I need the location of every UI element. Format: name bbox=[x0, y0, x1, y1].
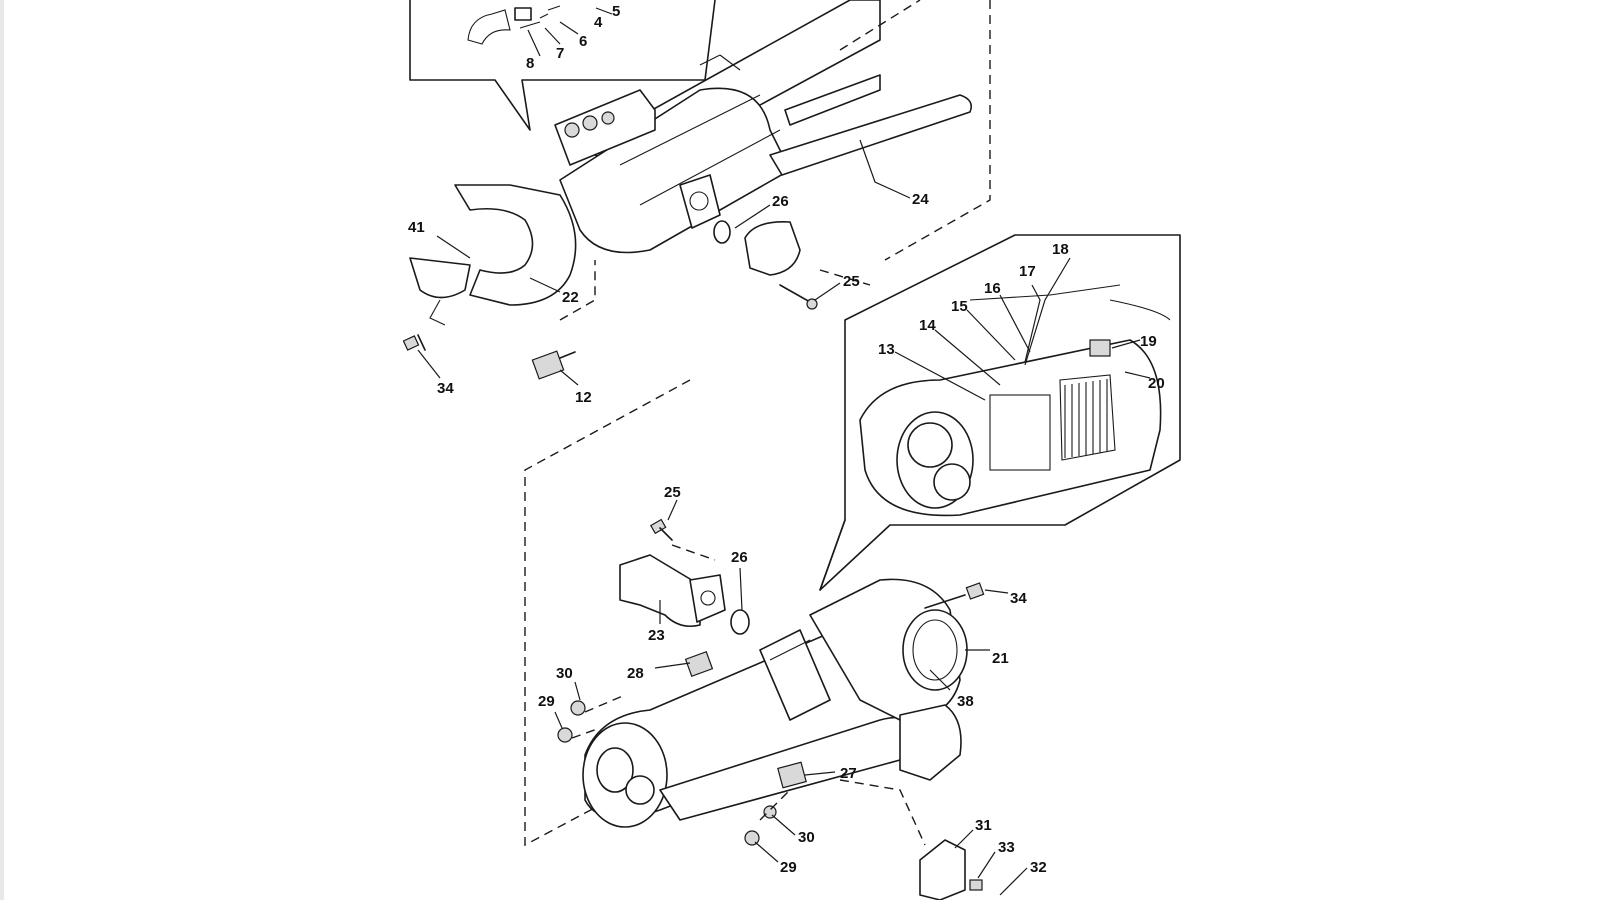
callout-34-upper: 34 bbox=[437, 380, 454, 397]
callout-21: 21 bbox=[992, 650, 1009, 667]
callout-17: 17 bbox=[1019, 263, 1036, 280]
callout-25-lower: 25 bbox=[664, 484, 681, 501]
callout-16: 16 bbox=[984, 280, 1001, 297]
callout-7: 7 bbox=[556, 45, 564, 62]
callout-14: 14 bbox=[919, 317, 936, 334]
callout-32: 32 bbox=[1030, 859, 1047, 876]
callout-4: 4 bbox=[594, 14, 603, 31]
callout-6: 6 bbox=[579, 33, 587, 50]
callout-33: 33 bbox=[998, 839, 1015, 856]
callout-15: 15 bbox=[951, 298, 968, 315]
callout-18: 18 bbox=[1052, 241, 1069, 258]
callout-20: 20 bbox=[1148, 375, 1165, 392]
callout-5: 5 bbox=[612, 3, 620, 20]
callout-24: 24 bbox=[912, 191, 929, 208]
callout-26-upper: 26 bbox=[772, 193, 789, 210]
callout-22: 22 bbox=[562, 289, 579, 306]
callout-31: 31 bbox=[975, 817, 992, 834]
upper-cylinder-assembly bbox=[402, 0, 991, 380]
callout-26-lower: 26 bbox=[731, 549, 748, 566]
callout-8: 8 bbox=[526, 55, 534, 72]
callout-13: 13 bbox=[878, 341, 895, 358]
callout-29-upper: 29 bbox=[538, 693, 555, 710]
callout-labels: 5 4 6 7 8 41 22 26 24 25 34 12 18 17 16 … bbox=[408, 3, 1165, 876]
callout-19: 19 bbox=[1140, 333, 1157, 350]
callout-29-lower: 29 bbox=[780, 859, 797, 876]
cutaway-detail-inset bbox=[819, 234, 1181, 591]
callout-12: 12 bbox=[575, 389, 592, 406]
callout-34-lower: 34 bbox=[1010, 590, 1027, 607]
callout-28: 28 bbox=[627, 665, 644, 682]
left-edge-strip bbox=[0, 0, 4, 900]
callout-30-upper: 30 bbox=[556, 665, 573, 682]
callout-30-lower: 30 bbox=[798, 829, 815, 846]
lower-muffler-assembly bbox=[524, 379, 985, 900]
spring-coil bbox=[1064, 379, 1108, 458]
callout-41: 41 bbox=[408, 219, 425, 236]
callout-27: 27 bbox=[840, 765, 857, 782]
callout-25-upper: 25 bbox=[843, 273, 860, 290]
callout-38: 38 bbox=[957, 693, 974, 710]
callout-23: 23 bbox=[648, 627, 665, 644]
callout-leaders bbox=[417, 7, 1151, 896]
